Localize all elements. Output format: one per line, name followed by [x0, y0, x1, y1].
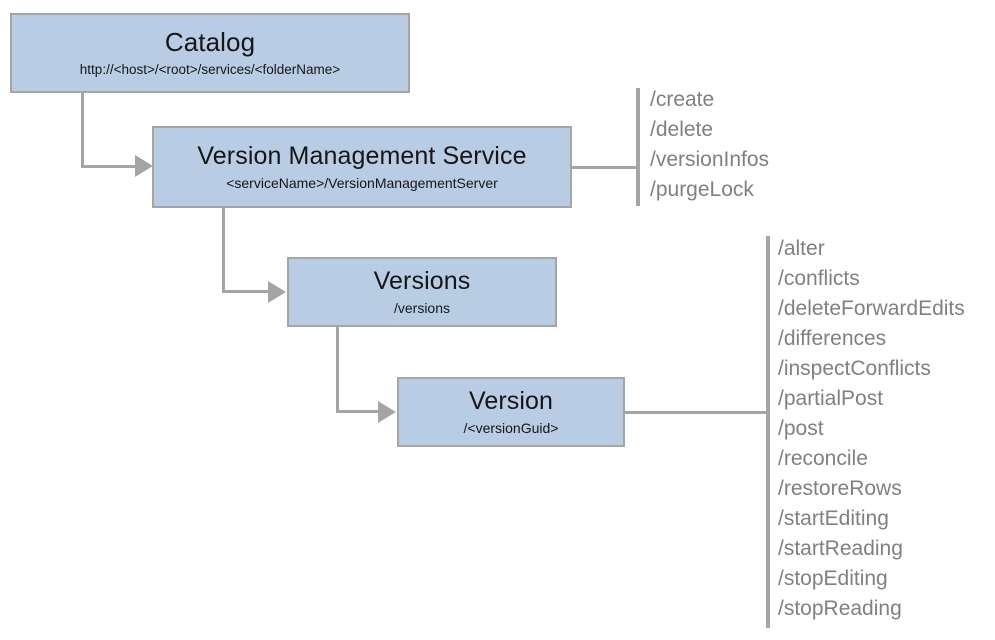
- arrowhead-service-to-versions-icon: [268, 281, 286, 303]
- node-version-title: Version: [468, 387, 554, 416]
- operation-item: /startEditing: [778, 507, 889, 530]
- operation-list-service: /create/delete/versionInfos/purgeLock: [650, 85, 769, 205]
- node-versions[interactable]: Versions /versions: [287, 257, 557, 327]
- node-version-management-service-path: <serviceName>/VersionManagementServer: [226, 175, 498, 192]
- operation-item: /startReading: [778, 537, 903, 560]
- operation-item: /inspectConflicts: [778, 357, 931, 380]
- operation-bar-service: [636, 88, 640, 206]
- arrowhead-catalog-to-service-icon: [135, 155, 153, 177]
- node-version-management-service[interactable]: Version Management Service <serviceName>…: [152, 126, 572, 208]
- operation-item: /restoreRows: [778, 477, 902, 500]
- operation-item: /differences: [778, 327, 887, 350]
- node-catalog-path: http://<host>/<root>/services/<folderNam…: [79, 62, 341, 78]
- operation-item: /purgeLock: [650, 178, 754, 201]
- connector-catalog-to-service-horizontal: [81, 165, 137, 168]
- connector-catalog-to-service-vertical: [81, 92, 84, 168]
- operation-item: /stopReading: [778, 597, 902, 620]
- operation-list-version: /alter/conflicts/deleteForwardEdits/diff…: [778, 234, 965, 624]
- connector-versions-to-version-horizontal: [336, 410, 380, 413]
- node-version-management-service-title: Version Management Service: [197, 142, 527, 171]
- operation-item: /reconcile: [778, 447, 868, 470]
- operation-item: /post: [778, 417, 824, 440]
- node-catalog[interactable]: Catalog http://<host>/<root>/services/<f…: [10, 13, 410, 93]
- operation-item: /delete: [650, 118, 714, 141]
- connector-version-to-operations: [623, 411, 768, 414]
- operation-bar-version: [766, 236, 770, 628]
- arrowhead-versions-to-version-icon: [378, 401, 396, 423]
- operation-item: /alter: [778, 237, 825, 260]
- operation-item: /deleteForwardEdits: [778, 297, 965, 320]
- connector-service-to-versions-vertical: [222, 207, 225, 293]
- connector-service-to-operations: [570, 166, 640, 169]
- node-catalog-title: Catalog: [164, 26, 256, 57]
- operation-item: /partialPost: [778, 387, 884, 410]
- operation-item: /versionInfos: [650, 148, 770, 171]
- operation-item: /stopEditing: [778, 567, 888, 590]
- operation-item: /create: [650, 88, 715, 111]
- connector-versions-to-version-vertical: [336, 326, 339, 413]
- node-version[interactable]: Version /<versionGuid>: [397, 377, 625, 447]
- node-versions-title: Versions: [373, 267, 471, 296]
- operation-item: /conflicts: [778, 267, 860, 290]
- connector-service-to-versions-horizontal: [222, 290, 270, 293]
- node-versions-path: /versions: [393, 300, 451, 317]
- node-version-path: /<versionGuid>: [463, 420, 559, 437]
